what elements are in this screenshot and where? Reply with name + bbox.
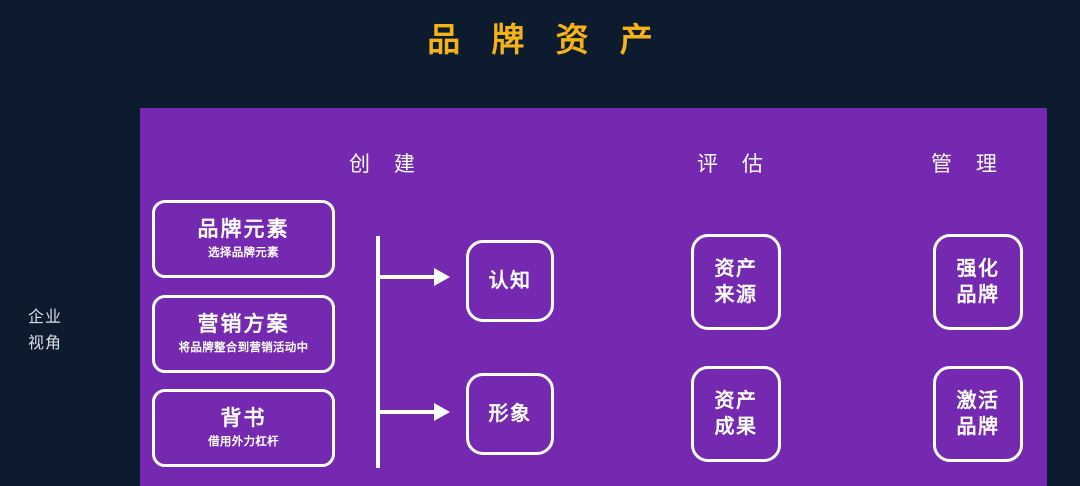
input-box-marketing-plan[interactable]: 营销方案 将品牌整合到营销活动中 (152, 295, 335, 373)
arrow-right-icon (434, 403, 450, 421)
perspective-label-line2: 视角 (28, 335, 63, 352)
outcome-box-enhance-brand[interactable]: 强化 品牌 (933, 234, 1023, 330)
column-header-evaluate: 评 估 (697, 153, 772, 176)
perspective-label-line1: 企业 (28, 309, 63, 326)
outcome-line2: 成果 (714, 416, 758, 438)
input-box-subtitle: 将品牌整合到营销活动中 (178, 341, 309, 354)
outcome-box-asset-source[interactable]: 资产 来源 (691, 234, 781, 330)
column-header-manage: 管 理 (931, 153, 1006, 176)
input-box-brand-elements[interactable]: 品牌元素 选择品牌元素 (152, 200, 335, 278)
outcome-box-awareness[interactable]: 认知 (466, 240, 554, 322)
outcome-box-activate-brand[interactable]: 激活 品牌 (933, 366, 1023, 462)
outcome-line2: 来源 (714, 284, 758, 306)
connector-spine (376, 236, 380, 468)
outcome-box-image[interactable]: 形象 (466, 373, 554, 455)
arrow-right-icon (434, 268, 450, 286)
connector-arm-top (376, 275, 438, 279)
branch-connector (370, 236, 470, 468)
outcome-line1: 强化 (956, 258, 1000, 280)
input-box-subtitle: 借用外力杠杆 (208, 435, 279, 448)
input-box-title: 背书 (220, 407, 267, 431)
input-box-endorsement[interactable]: 背书 借用外力杠杆 (152, 389, 335, 467)
page-title: 品 牌 资 产 (427, 21, 664, 58)
perspective-label: 企业 视角 (28, 305, 62, 357)
column-header-create: 创 建 (349, 153, 424, 176)
input-box-subtitle: 选择品牌元素 (208, 246, 279, 259)
outcome-box-asset-result[interactable]: 资产 成果 (691, 366, 781, 462)
outcome-line2: 品牌 (956, 284, 1000, 306)
diagram-panel: 创 建 评 估 管 理 品牌元素 选择品牌元素 营销方案 将品牌整合到营销活动中… (140, 108, 1047, 486)
outcome-line1: 激活 (956, 390, 1000, 412)
outcome-line1: 形象 (488, 403, 532, 425)
input-box-title: 营销方案 (197, 313, 290, 337)
outcome-line1: 资产 (714, 258, 758, 280)
outcome-line1: 认知 (488, 270, 532, 292)
outcome-line2: 品牌 (956, 416, 1000, 438)
connector-arm-bottom (376, 410, 438, 414)
outcome-line1: 资产 (714, 390, 758, 412)
input-box-title: 品牌元素 (197, 218, 290, 242)
